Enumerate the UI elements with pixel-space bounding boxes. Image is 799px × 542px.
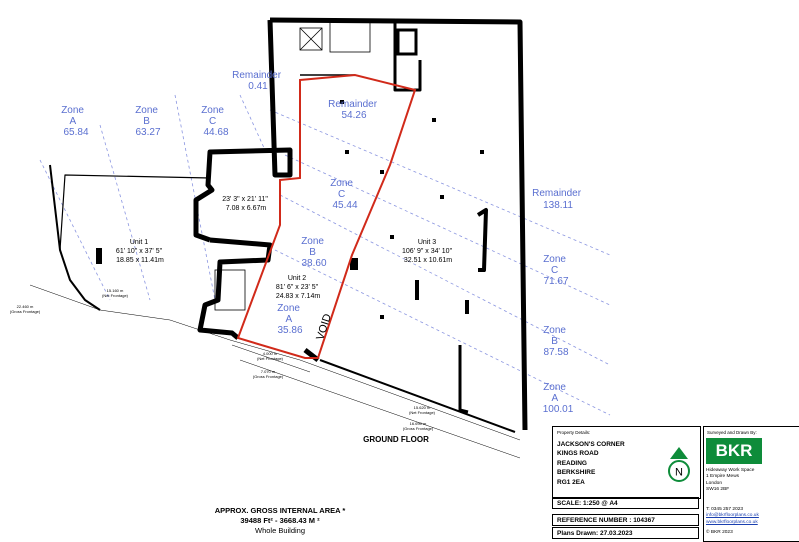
bkr-logo: BKR <box>706 438 762 464</box>
reference-row: REFERENCE NUMBER : 104367 <box>552 514 699 526</box>
zoning-lines <box>39 94 611 416</box>
unit-1-label: Unit 1 61' 10" x 37' 5" 18.85 x 11.41m <box>116 239 164 264</box>
surveyor-contact: T: 0345 257 2023 info@bkrfloorplans.co.u… <box>706 507 759 526</box>
frontage-label: 15.620 m(Net Frontage) <box>409 405 436 415</box>
gia-figures: 39488 Ft² - 3668.43 M ² <box>240 516 320 525</box>
address-line: Hideaway Work Space <box>706 468 755 473</box>
void-label: VOID <box>314 312 334 341</box>
address-line: KINGS ROAD <box>557 450 599 458</box>
zone-label: Remainder 54.26 <box>328 99 380 121</box>
frontage-label: 7.070 m(Gross Frontage) <box>253 369 284 379</box>
unit-3-label: Unit 3 106' 9" x 34' 10" 32.51 x 10.61m <box>402 239 454 264</box>
zone-label: Zone C 45.44 <box>330 178 358 211</box>
gia-title: APPROX. GROSS INTERNAL AREA * <box>214 506 346 515</box>
zone-label: Zone C 71.67 <box>543 254 569 287</box>
zone-label: Zone C 44.68 <box>201 105 229 138</box>
columns <box>96 100 484 319</box>
floor-label: GROUND FLOOR <box>363 435 429 444</box>
building-walls <box>49 17 528 433</box>
address-line: RG1 2EA <box>557 478 585 486</box>
address-line: BERKSHIRE <box>557 469 596 477</box>
copyright-text: © BKR 2023 <box>706 530 733 535</box>
property-address: JACKSON'S CORNER KINGS ROAD READING BERK… <box>557 440 625 487</box>
unit2-outline <box>236 73 417 359</box>
zone-label: Zone A 100.01 <box>543 382 574 415</box>
phone-text: T: 0345 257 2023 <box>706 507 744 512</box>
frontage-label: 15.160 m(Net Frontage) <box>102 288 129 298</box>
unit-2-label: Unit 2 81' 6" x 23' 5" 24.83 x 7.14m <box>276 275 321 300</box>
frontage-label: 22.460 m(Gross Frontage) <box>10 304 41 314</box>
website-link[interactable]: www.bkrfloorplans.co.uk <box>706 519 758 525</box>
gia-scope: Whole Building <box>254 526 306 535</box>
zone-label: Remainder 0.41 <box>232 70 284 92</box>
frontage-lines <box>29 284 521 459</box>
surveyor-box: Surveyed and Drawn By: BKR Hideaway Work… <box>703 426 799 542</box>
scale-row: SCALE: 1:250 @ A4 <box>552 497 699 509</box>
surveyor-address: Hideaway Work Space 1 Empire Mews London… <box>706 468 754 494</box>
address-line: London <box>706 480 723 486</box>
address-line: READING <box>557 459 587 467</box>
address-line: SW16 2BF <box>706 487 730 493</box>
north-compass-icon: N <box>668 447 690 482</box>
stair-lift-core <box>214 21 418 311</box>
frontage-label: 16.690 m(Gross Frontage) <box>403 421 434 431</box>
property-details-label: Property Details: <box>557 430 591 435</box>
zone-label: Zone B 87.58 <box>543 325 569 358</box>
zone-label: Zone B 63.27 <box>135 105 161 138</box>
frontage-label: 4.000 m(Net Frontage) <box>257 351 284 361</box>
gross-internal-area: APPROX. GROSS INTERNAL AREA * 39488 Ft² … <box>150 506 410 536</box>
plans-drawn-row: Plans Drawn: 27.03.2023 <box>552 527 699 539</box>
address-line: 1 Empire Mews <box>706 474 740 480</box>
email-link[interactable]: info@bkrfloorplans.co.uk <box>706 513 759 519</box>
address-line: JACKSON'S CORNER <box>557 441 625 448</box>
zone-label: Zone B 38.60 <box>301 236 327 269</box>
room-label: 23' 3" x 21' 11" 7.08 x 6.67m <box>222 196 270 212</box>
zone-label: Zone A 35.86 <box>277 303 303 336</box>
svg-text:N: N <box>675 467 683 479</box>
property-details-box: Property Details: JACKSON'S CORNER KINGS… <box>552 426 701 499</box>
surveyor-label: Surveyed and Drawn By: <box>707 430 757 435</box>
zone-label: Remainder 138.11 <box>532 188 584 211</box>
zone-label: Zone A 65.84 <box>61 105 89 138</box>
